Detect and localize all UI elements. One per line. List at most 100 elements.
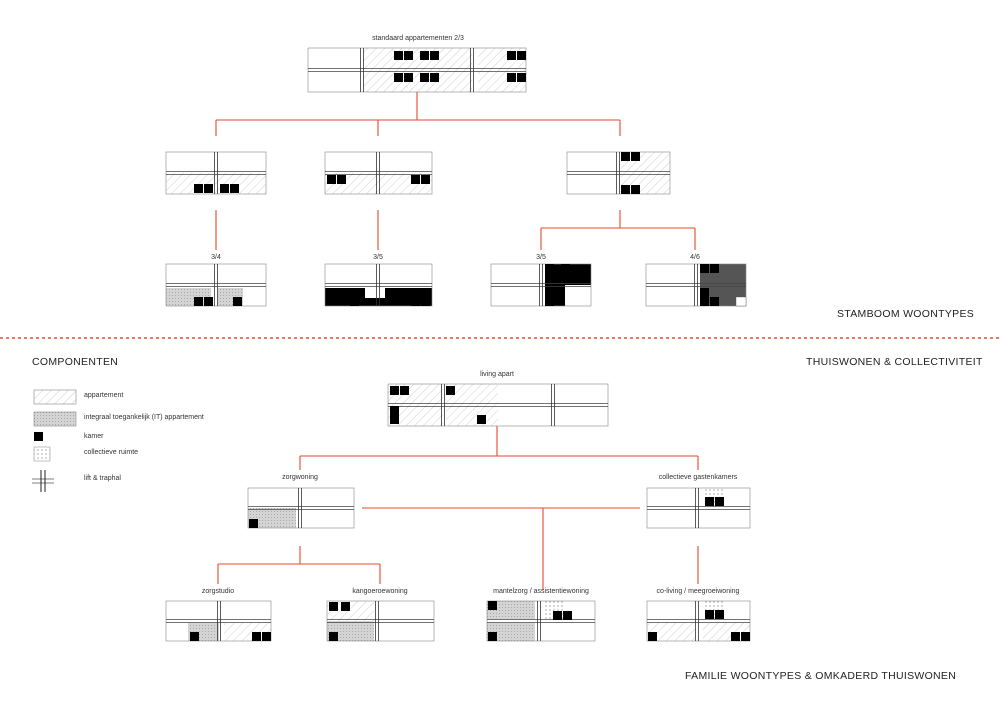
kamer-block [700, 288, 709, 297]
kamer-block [621, 185, 630, 194]
area-fill [487, 601, 535, 619]
label-zorgstudio: zorgstudio [201, 588, 235, 595]
kamer-block [488, 601, 497, 610]
kamer-block [710, 264, 719, 273]
area-fill [364, 48, 472, 92]
kamer-block [715, 497, 724, 506]
heading-componenten: COMPONENTEN [32, 356, 119, 368]
kamer-block [230, 184, 239, 193]
area-fill [327, 621, 374, 641]
kamer-block [404, 51, 413, 60]
kamer-block [252, 632, 261, 641]
kamer-block [194, 297, 203, 306]
plan-outline [326, 600, 435, 642]
plan-mid-1 [165, 151, 267, 195]
label-coliving: co-living / meegroeiwoning [656, 588, 740, 595]
area-fill [325, 173, 432, 194]
label-top-leaf-3: 3/5 [536, 254, 546, 261]
plan-zorgwoning [247, 487, 355, 529]
legend-label-lift: lift & traphal [84, 475, 121, 482]
kamer-block [194, 184, 203, 193]
plan-leaf-46 [645, 263, 747, 307]
plan-outline [324, 151, 433, 195]
label-mantelzorg: mantelzorg / assistentiewoning [493, 588, 589, 595]
plan-outline [490, 263, 592, 307]
plan-zorgstudio [165, 600, 272, 642]
kamer-block [700, 264, 709, 273]
kamer-block [233, 297, 242, 306]
kamer-block [705, 610, 714, 619]
plan-outline [165, 600, 272, 642]
area-fill [166, 173, 266, 194]
plan-living-apart [387, 383, 609, 427]
plan-outline [566, 151, 671, 195]
legend-swatch-it [33, 411, 77, 427]
legend-label-it: integraal toegankelijk (IT) appartement [84, 414, 204, 421]
kamer-block [400, 386, 409, 395]
kamer-block [507, 51, 516, 60]
legend-swatches [32, 389, 77, 492]
kamer-block [488, 632, 497, 641]
kamer-block [390, 406, 399, 415]
legend-swatch-collectief [33, 446, 51, 462]
label-standaard: standaard appartementen 2/3 [372, 35, 464, 42]
kamer-block [249, 519, 258, 528]
plan-outline [307, 47, 527, 93]
kamer-block [563, 611, 572, 620]
plan-leaf-35b [490, 263, 592, 307]
kamer-block [329, 602, 338, 611]
kamer-block [350, 297, 359, 306]
heading-thuiswonen: THUISWONEN & COLLECTIVITEIT [806, 356, 983, 368]
kamer-block [430, 73, 439, 82]
area-fill [647, 623, 695, 641]
kamer-block [390, 415, 399, 424]
plan-outline [165, 151, 267, 195]
kamer-block [327, 175, 336, 184]
kamer-block [411, 175, 420, 184]
kamer-block [710, 297, 719, 306]
kamer-block [700, 297, 709, 306]
kamer-block [517, 51, 526, 60]
connector-lines [0, 92, 1000, 590]
kamer-block [420, 51, 429, 60]
kamer-block [741, 632, 750, 641]
kamer-block [648, 632, 657, 641]
kamer-block [337, 175, 346, 184]
area-fill [385, 288, 432, 306]
plan-kangoeroewoning [326, 600, 435, 642]
area-fill [327, 601, 374, 621]
kamer-block [220, 184, 229, 193]
kamer-block [715, 610, 724, 619]
plan-outline [324, 263, 433, 307]
kamer-block [446, 386, 455, 395]
kamer-block [621, 152, 630, 161]
plan-leaf-34 [165, 263, 267, 307]
label-top-leaf-4: 4/6 [690, 254, 700, 261]
legend-swatch-kamer [34, 432, 43, 441]
plan-outline [247, 487, 355, 529]
kamer-block [390, 386, 399, 395]
kamer-block [631, 185, 640, 194]
plan-gastenkamers [646, 487, 751, 529]
area-fill [487, 623, 535, 641]
kamer-block [553, 611, 562, 620]
plan-outline [486, 600, 596, 642]
kamer-block [204, 297, 213, 306]
kamer-block [507, 73, 516, 82]
label-zorgwoning: zorgwoning [282, 474, 318, 481]
area-fill [545, 264, 591, 285]
kamer-block [411, 297, 420, 306]
area-fill [248, 508, 296, 528]
legend-swatch-appartement [33, 389, 77, 405]
floor-plans [165, 47, 751, 642]
kamer-block [430, 51, 439, 60]
kamer-block [517, 73, 526, 82]
label-top-leaf-2: 3/5 [373, 254, 383, 261]
kamer-block [545, 264, 554, 273]
label-top-leaf-1: 3/4 [211, 254, 221, 261]
kamer-block [394, 51, 403, 60]
kamer-block [404, 73, 413, 82]
area-fill [365, 298, 385, 306]
kamer-block [421, 297, 430, 306]
